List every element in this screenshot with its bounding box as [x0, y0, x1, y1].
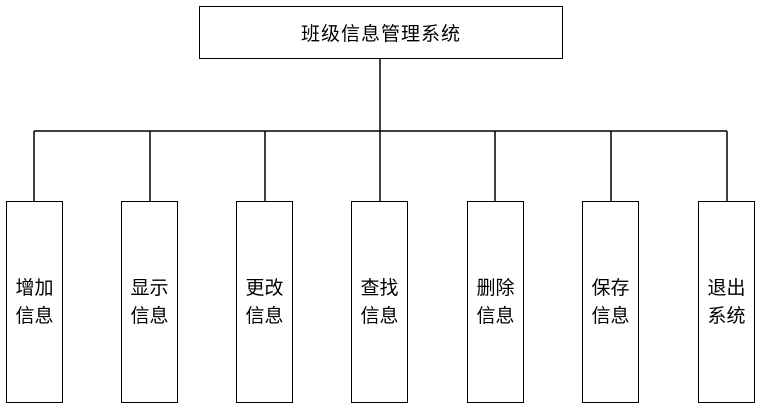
- node-display-info-label: 显示信息: [130, 277, 169, 327]
- node-exit-system: 退出系统: [698, 201, 755, 403]
- root-node-label: 班级信息管理系统: [300, 23, 461, 45]
- node-exit-system-label: 退出系统: [707, 277, 746, 327]
- node-save-info: 保存信息: [582, 201, 639, 403]
- node-modify-info: 更改信息: [236, 201, 293, 403]
- node-add-info-label: 增加信息: [15, 277, 54, 327]
- node-delete-info: 删除信息: [467, 201, 524, 403]
- root-node: 班级信息管理系统: [199, 6, 563, 59]
- node-search-info: 查找信息: [351, 201, 408, 403]
- node-search-info-label: 查找信息: [360, 277, 399, 327]
- node-add-info: 增加信息: [6, 201, 63, 403]
- node-display-info: 显示信息: [121, 201, 178, 403]
- node-modify-info-label: 更改信息: [245, 277, 284, 327]
- node-delete-info-label: 删除信息: [476, 277, 515, 327]
- node-save-info-label: 保存信息: [591, 277, 630, 327]
